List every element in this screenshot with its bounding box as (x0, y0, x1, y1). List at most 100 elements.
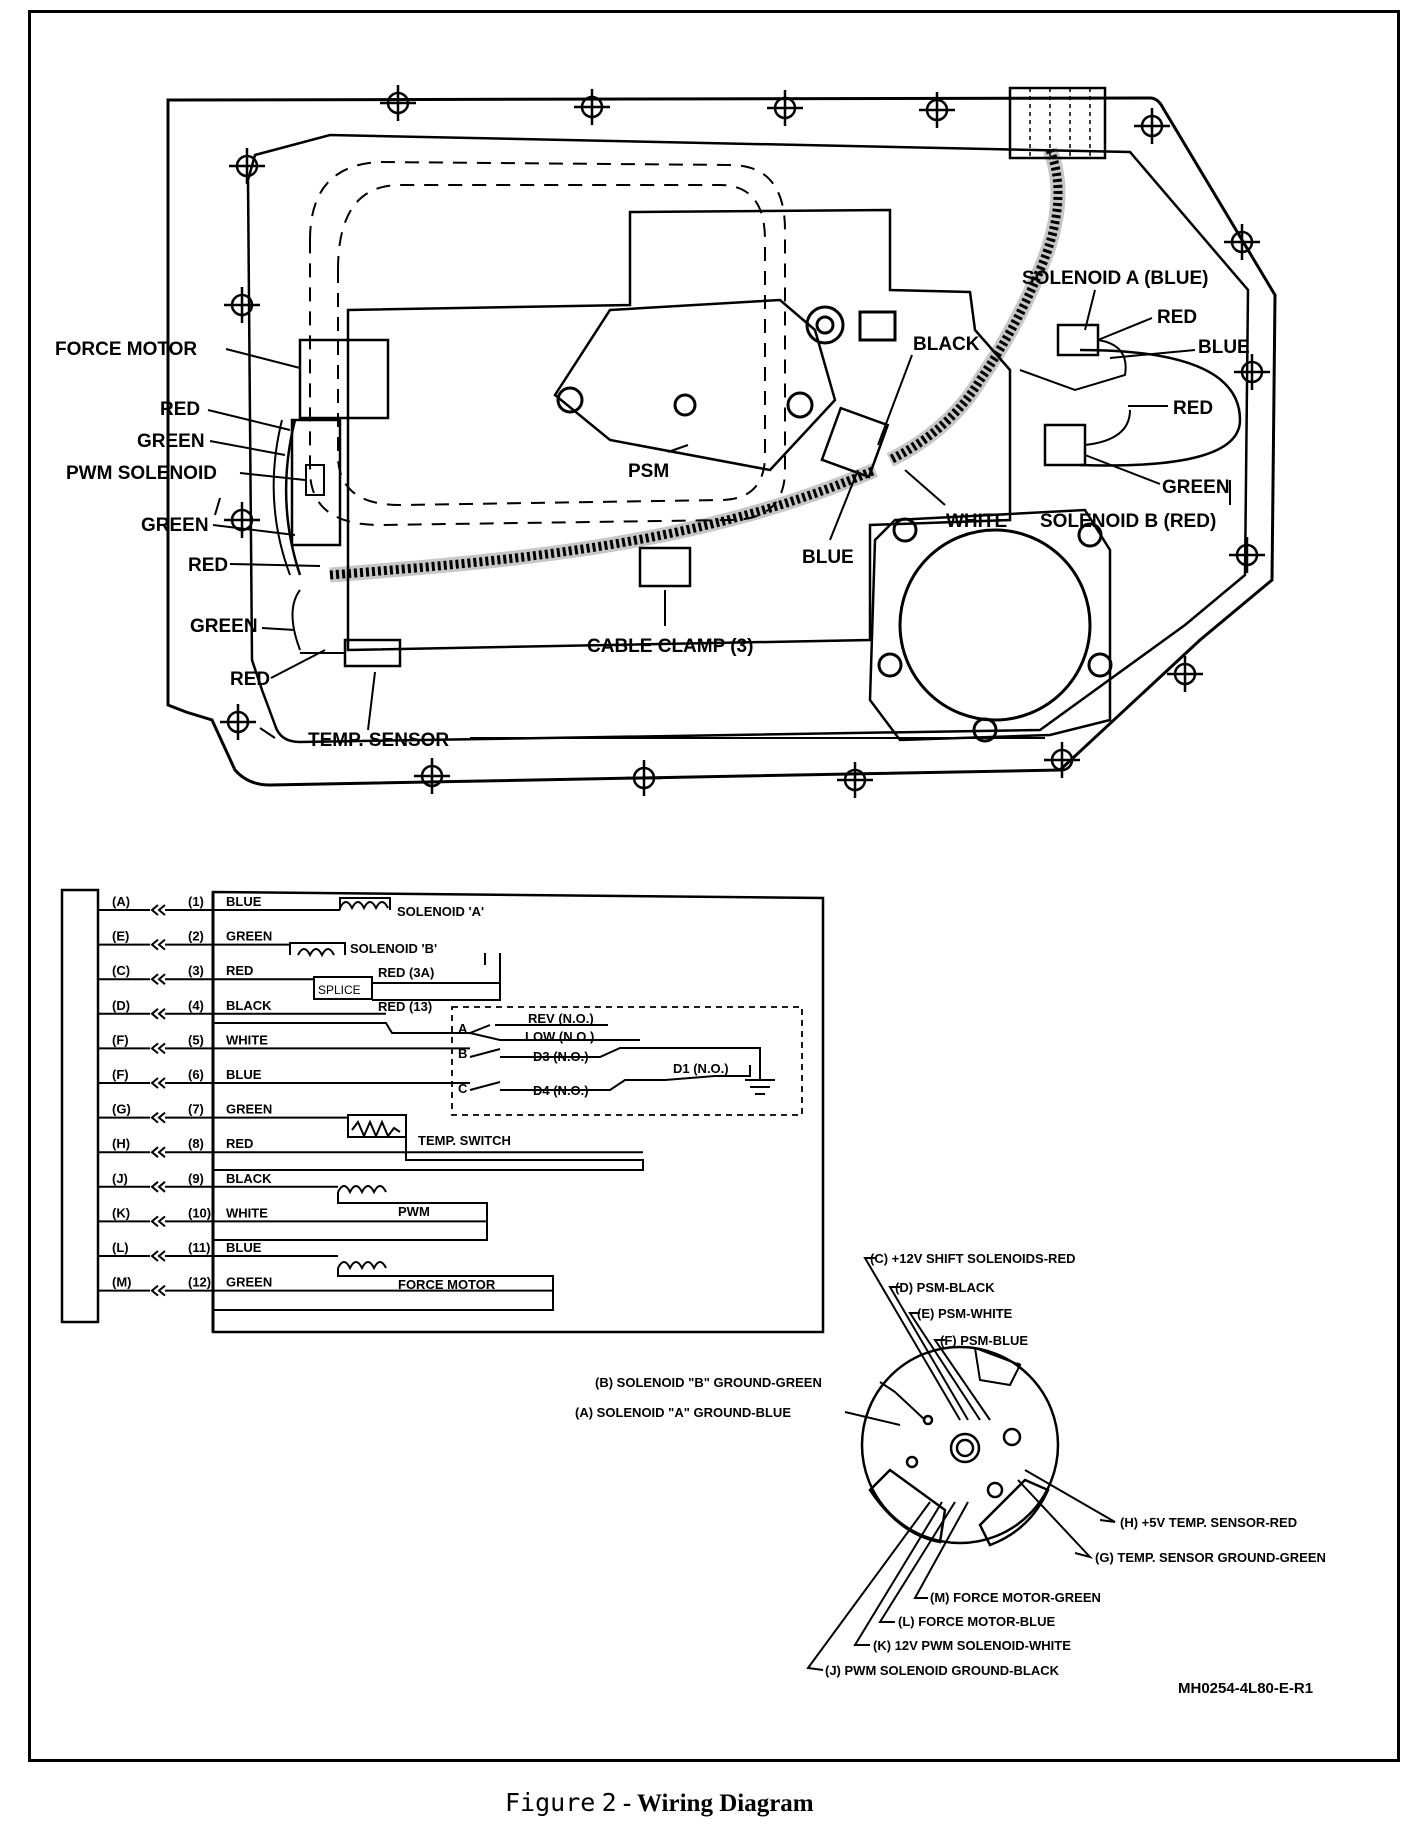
label-red-13: RED (13) (378, 999, 432, 1014)
row-connector-line (98, 1008, 213, 1020)
label-conn-m: (M) FORCE MOTOR-GREEN (930, 1590, 1101, 1605)
row-connector-line (98, 938, 213, 951)
label-red-2: RED (188, 555, 228, 576)
row-wire: BLACK (226, 998, 272, 1013)
case-connector-pins (1029, 88, 1091, 158)
temp-switch-loop (213, 1125, 644, 1171)
psm-block (858, 310, 897, 342)
row-letter: (F) (112, 1067, 129, 1082)
red-3a-loop (372, 953, 501, 1001)
psm-body (553, 298, 837, 472)
leader-white (904, 469, 946, 506)
label-temp-switch: TEMP. SWITCH (418, 1133, 511, 1148)
row-wire: GREEN (226, 1275, 272, 1290)
flange-bolt-4 (972, 717, 998, 743)
valve-body-outline (346, 208, 1012, 652)
connector-center-inner (955, 1438, 975, 1458)
row-pin: (9) (188, 1171, 204, 1186)
connector-pin-boss (1002, 1427, 1022, 1447)
row-connector-line (98, 1077, 213, 1089)
solenoid-a-wires (1019, 339, 1127, 392)
schematic-row-labels: (A)(1)BLUE(E)(2)GREEN(C)(3)RED(D)(4)BLAC… (112, 894, 272, 1290)
bolt-marker (229, 148, 265, 184)
coil-solenoid-a (339, 897, 391, 910)
flange-bolt-3 (1087, 652, 1113, 678)
label-red-1: RED (160, 399, 200, 420)
leader-red3 (270, 649, 326, 679)
row-wire: BLUE (226, 1067, 262, 1082)
label-d4: D4 (N.O.) (533, 1083, 589, 1098)
label-green-2: GREEN (141, 515, 209, 536)
row-wire: RED (226, 1136, 253, 1151)
row-connector-line (98, 1250, 213, 1262)
connector-key-top (973, 1346, 1022, 1387)
psm-hole-left (556, 386, 584, 414)
bolt-marker (767, 90, 803, 126)
connector-bar (60, 888, 100, 1324)
leader-conn-f (933, 1339, 991, 1421)
harness-right-shade (886, 147, 1066, 467)
bolt-marker (574, 89, 610, 125)
label-conn-e: (E) PSM-WHITE (917, 1306, 1013, 1321)
temp-sensor-body (343, 638, 402, 668)
bolt-marker (1167, 656, 1203, 692)
row-pin: (12) (188, 1275, 211, 1290)
pwm-loop (213, 1192, 488, 1241)
connector-face (806, 1257, 1116, 1671)
label-temp-sensor: TEMP. SENSOR (308, 730, 449, 751)
label-blue-left: BLUE (802, 547, 854, 568)
schematic (60, 888, 825, 1334)
connector-center-outer (949, 1432, 981, 1464)
switch-b-contacts (469, 1047, 761, 1065)
label-force-motor: FORCE MOTOR (55, 339, 197, 360)
bolt-marker (1134, 108, 1170, 144)
row-letter: (H) (112, 1136, 130, 1151)
leader-conn-h (1024, 1469, 1116, 1523)
temp-switch-thermistor (351, 1119, 401, 1139)
label-green-right: GREEN (1162, 477, 1230, 498)
label-solenoid-b: SOLENOID B (RED) (1040, 511, 1216, 532)
row-connector-line (98, 1284, 213, 1297)
leader-conn-l (878, 1501, 956, 1623)
psm-hole-right (786, 391, 814, 419)
figure-frame (28, 10, 1400, 1762)
figure-caption: Figure 2 - Wiring Diagram (505, 1788, 814, 1818)
connector-key-right (978, 1478, 1050, 1547)
coil-solenoid-b-winding (297, 948, 335, 958)
row-pin: (10) (188, 1205, 211, 1220)
leader-psm (667, 444, 689, 453)
label-conn-f: (F) PSM-BLUE (940, 1333, 1028, 1348)
flange-bolt-1 (892, 517, 918, 543)
caption-title: - Wiring Diagram (622, 1790, 814, 1817)
coil-solenoid-b (289, 942, 346, 955)
row-letter: (L) (112, 1240, 129, 1255)
label-cable-clamp: CABLE CLAMP (3) (587, 636, 753, 657)
row-wire: GREEN (226, 929, 272, 944)
switch-a-contacts (469, 1024, 640, 1041)
connector-outline (860, 1345, 1060, 1545)
case-connector (1008, 86, 1107, 160)
label-conn-l: (L) FORCE MOTOR-BLUE (898, 1614, 1056, 1629)
psm-fitting-center (815, 315, 835, 335)
row-pin: (5) (188, 1032, 204, 1047)
pwm-solenoid-body (290, 418, 342, 547)
leader-conn-m (913, 1501, 969, 1599)
leader-red2 (229, 563, 321, 567)
schematic-row-lines (98, 904, 643, 1297)
psm-hole-center (673, 393, 697, 417)
coil-force-motor-winding (337, 1261, 387, 1271)
flange-circle (898, 528, 1092, 722)
row-wire: GREEN (226, 1102, 272, 1117)
row-letter: (M) (112, 1275, 132, 1290)
leader-force-motor (225, 348, 301, 369)
bolt-marker (1044, 742, 1080, 778)
label-switch-c: C (458, 1081, 468, 1096)
harness-left-leads-2 (272, 419, 291, 576)
label-pwm: PWM (398, 1204, 430, 1219)
label-force-motor-schem: FORCE MOTOR (398, 1277, 496, 1292)
label-conn-k: (K) 12V PWM SOLENOID-WHITE (873, 1638, 1071, 1653)
label-rev: REV (N.O.) (528, 1011, 594, 1026)
bolt-marker (220, 704, 256, 740)
leader-pwm (239, 472, 306, 481)
